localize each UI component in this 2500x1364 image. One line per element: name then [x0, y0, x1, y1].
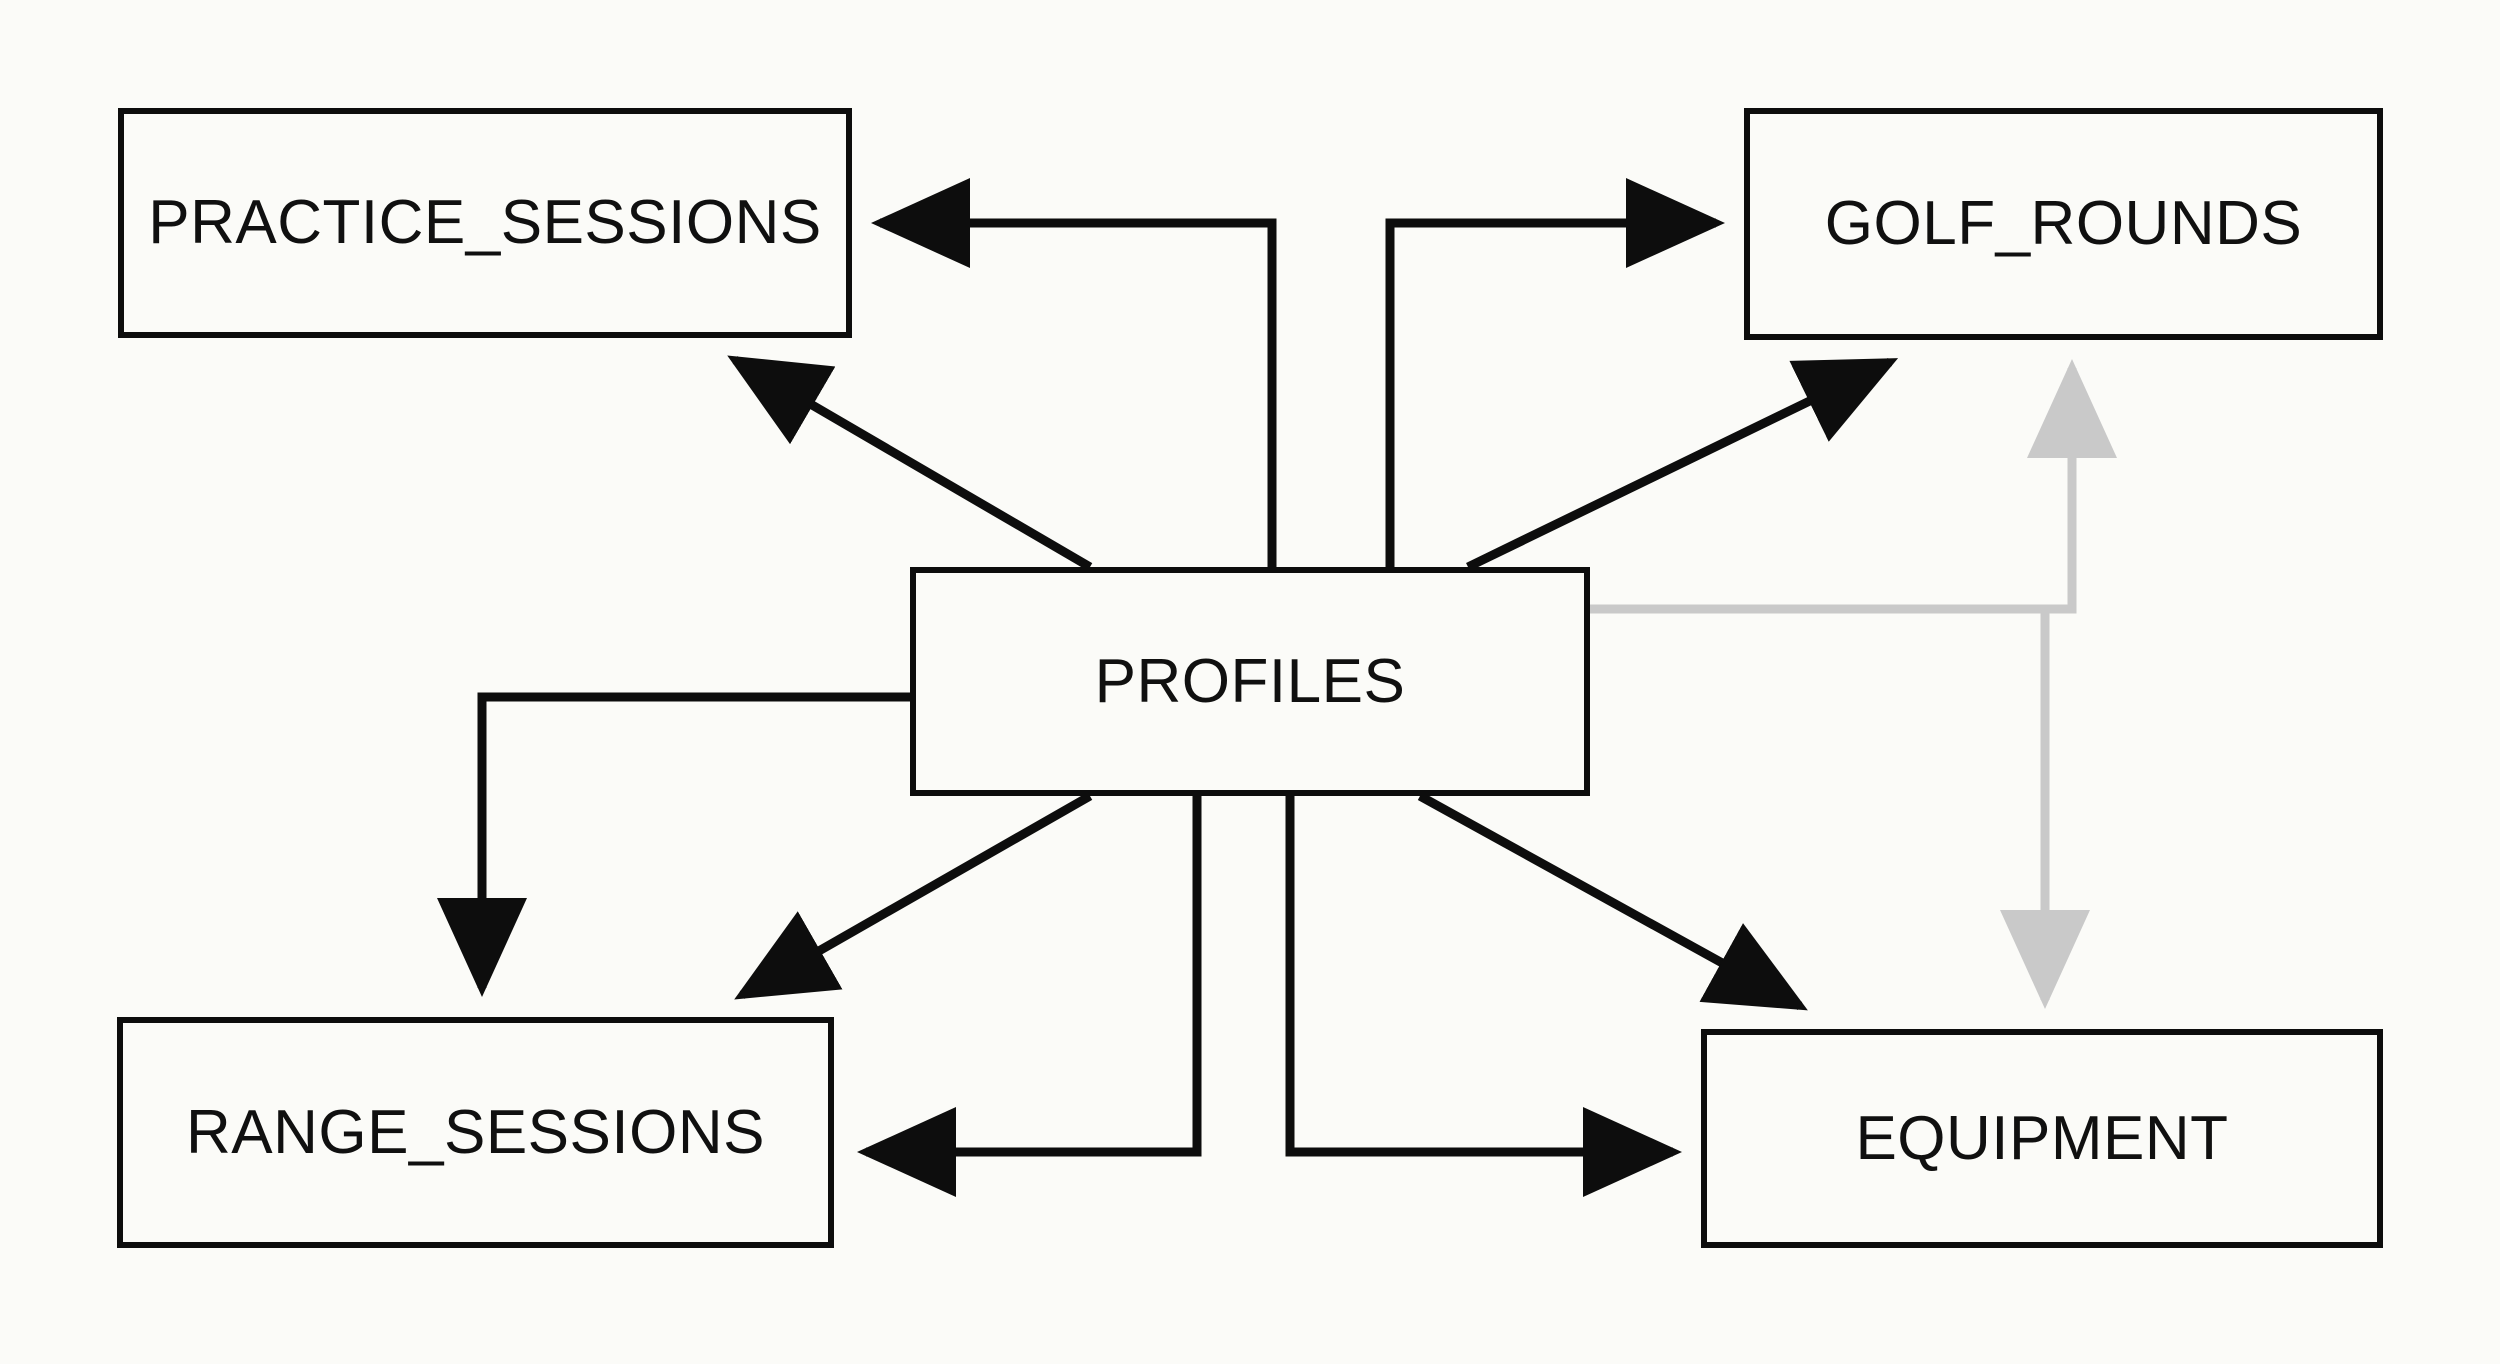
edge-profiles-to-practice-sessions-diagonal: [727, 355, 1093, 571]
entity-golf-rounds[interactable]: GOLF_ROUNDS: [1744, 108, 2383, 340]
edge-profiles-to-range-sessions-diagonal: [734, 792, 1093, 1000]
entity-range-sessions-label: RANGE_SESSIONS: [186, 1097, 765, 1167]
entity-golf-rounds-label: GOLF_ROUNDS: [1824, 189, 2303, 258]
edge-profiles-to-golf-rounds-right-gray: [1590, 359, 2117, 614]
edge-profiles-to-equipment-bottom: [1285, 796, 1682, 1197]
entity-profiles-label: PROFILES: [1094, 646, 1406, 716]
entity-equipment[interactable]: EQUIPMENT: [1701, 1029, 2383, 1248]
edge-profiles-to-practice-sessions-orthogonal: [871, 178, 1277, 567]
edge-profiles-to-range-sessions-orthogonal: [437, 692, 910, 997]
edge-profiles-to-golf-rounds-orthogonal: [1385, 178, 1725, 567]
edge-profiles-to-range-sessions-bottom: [857, 796, 1202, 1197]
entity-practice-sessions-label: PRACTICE_SESSIONS: [148, 188, 822, 257]
entity-equipment-label: EQUIPMENT: [1855, 1103, 2229, 1173]
entity-profiles[interactable]: PROFILES: [910, 567, 1590, 796]
edge-profiles-to-golf-rounds-diagonal: [1466, 357, 1899, 572]
edge-profiles-to-equipment-diagonal: [1417, 792, 1808, 1011]
entity-range-sessions[interactable]: RANGE_SESSIONS: [117, 1017, 834, 1248]
entity-practice-sessions[interactable]: PRACTICE_SESSIONS: [118, 108, 852, 338]
